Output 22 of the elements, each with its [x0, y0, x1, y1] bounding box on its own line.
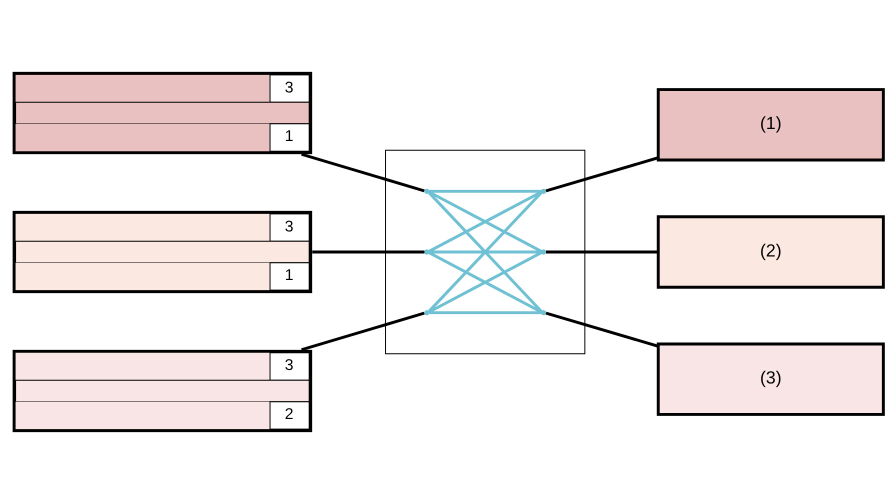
node-point	[424, 249, 430, 255]
connector	[429, 190, 542, 193]
node-point	[540, 249, 546, 255]
connector	[429, 250, 542, 254]
node-point	[424, 310, 430, 316]
node-point	[540, 188, 546, 194]
connector	[428, 251, 542, 314]
connector	[428, 190, 542, 253]
cluster	[385, 150, 586, 354]
node-box: (1)	[656, 88, 885, 162]
node-box: (3)	[656, 342, 885, 416]
node-point	[540, 310, 546, 316]
node-point	[424, 188, 430, 194]
connector	[546, 250, 658, 254]
connector	[429, 311, 542, 314]
connector	[301, 312, 425, 352]
connector	[546, 312, 659, 348]
node-box: (2)	[656, 215, 885, 289]
connector	[312, 250, 424, 254]
connector	[428, 192, 543, 312]
connector	[301, 152, 425, 192]
connector	[546, 156, 659, 192]
